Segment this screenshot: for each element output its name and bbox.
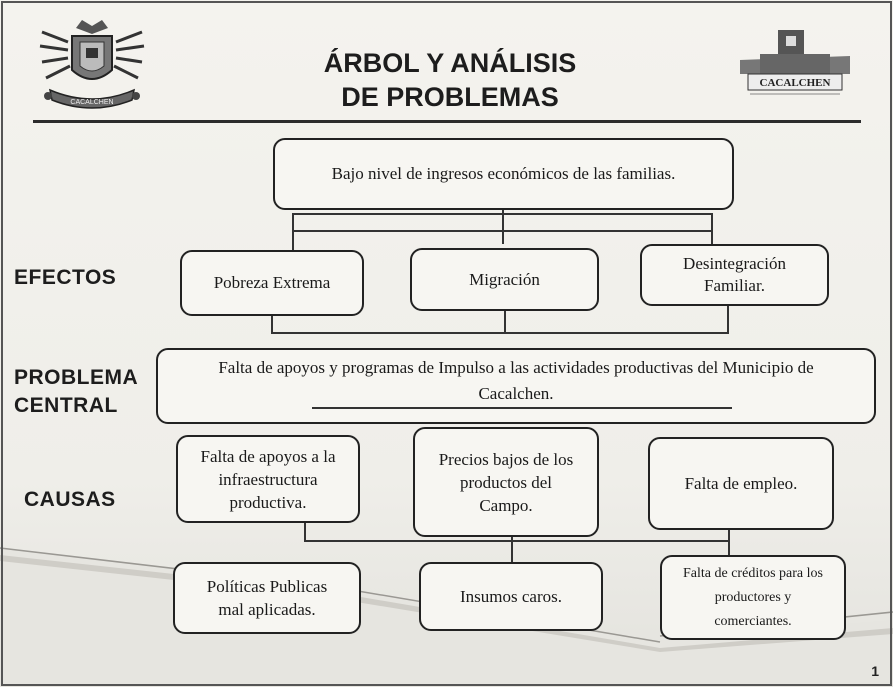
connector (292, 230, 712, 232)
cause-text: Falta de apoyos a la infraestructura pro… (200, 446, 336, 512)
top-effect-text: Bajo nivel de ingresos económicos de las… (331, 164, 676, 183)
cause-box-2: Precios bajos de los productos del Campo… (413, 427, 599, 537)
page-title: ÁRBOL Y ANÁLISIS DE PROBLEMAS (300, 46, 600, 114)
connector (728, 530, 730, 568)
page-number: 1 (871, 663, 879, 679)
connector (727, 306, 729, 334)
title-line-1: ÁRBOL Y ANÁLISIS (323, 48, 577, 78)
connector (304, 522, 306, 542)
central-problem-text: Falta de apoyos y programas de Impulso a… (218, 358, 814, 403)
connector (292, 213, 712, 215)
cause-box-1: Falta de apoyos a la infraestructura pro… (176, 435, 360, 523)
label-causas: CAUSAS (24, 488, 116, 511)
root-cause-box-3: Falta de créditos para los productores y… (660, 555, 846, 640)
effect-box-3: Desintegración Familiar. (640, 244, 829, 306)
effect-box-2: Migración (410, 248, 599, 311)
church-logo-text: CACALCHEN (760, 77, 831, 89)
top-effect-box: Bajo nivel de ingresos económicos de las… (273, 138, 734, 210)
effect-text: Migración (469, 269, 540, 289)
root-cause-text: Falta de créditos para los productores y… (683, 565, 823, 629)
coat-of-arms-text: CACALCHEN (70, 99, 113, 106)
root-cause-text: Políticas Publicas mal aplicadas. (206, 577, 328, 619)
connector (271, 316, 273, 334)
connector (504, 311, 506, 334)
effect-text: Pobreza Extrema (213, 273, 331, 292)
connector (271, 332, 729, 334)
label-problema: PROBLEMA (14, 366, 139, 389)
root-cause-box-1: Políticas Publicas mal aplicadas. (173, 562, 361, 634)
effect-text: Desintegración Familiar. (683, 254, 786, 295)
title-line-2: DE PROBLEMAS (341, 82, 559, 112)
cause-text: Precios bajos de los productos del Campo… (438, 449, 574, 515)
header-divider (33, 120, 861, 123)
label-efectos: EFECTOS (14, 266, 117, 289)
connector (511, 537, 513, 563)
central-problem-box: Falta de apoyos y programas de Impulso a… (156, 348, 876, 424)
connector (502, 210, 504, 244)
coat-of-arms-logo: CACALCHEN (39, 20, 145, 109)
connector (292, 213, 294, 253)
underline (312, 407, 732, 409)
connector (711, 213, 713, 248)
root-cause-text: Insumos caros. (460, 586, 562, 606)
effect-box-1: Pobreza Extrema (180, 250, 364, 316)
root-cause-box-2: Insumos caros. (419, 562, 603, 631)
connector (304, 540, 730, 542)
cause-text: Falta de empleo. (684, 473, 798, 493)
church-logo: CACALCHEN (740, 30, 850, 95)
cause-box-3: Falta de empleo. (648, 437, 834, 530)
label-central: CENTRAL (14, 394, 118, 417)
